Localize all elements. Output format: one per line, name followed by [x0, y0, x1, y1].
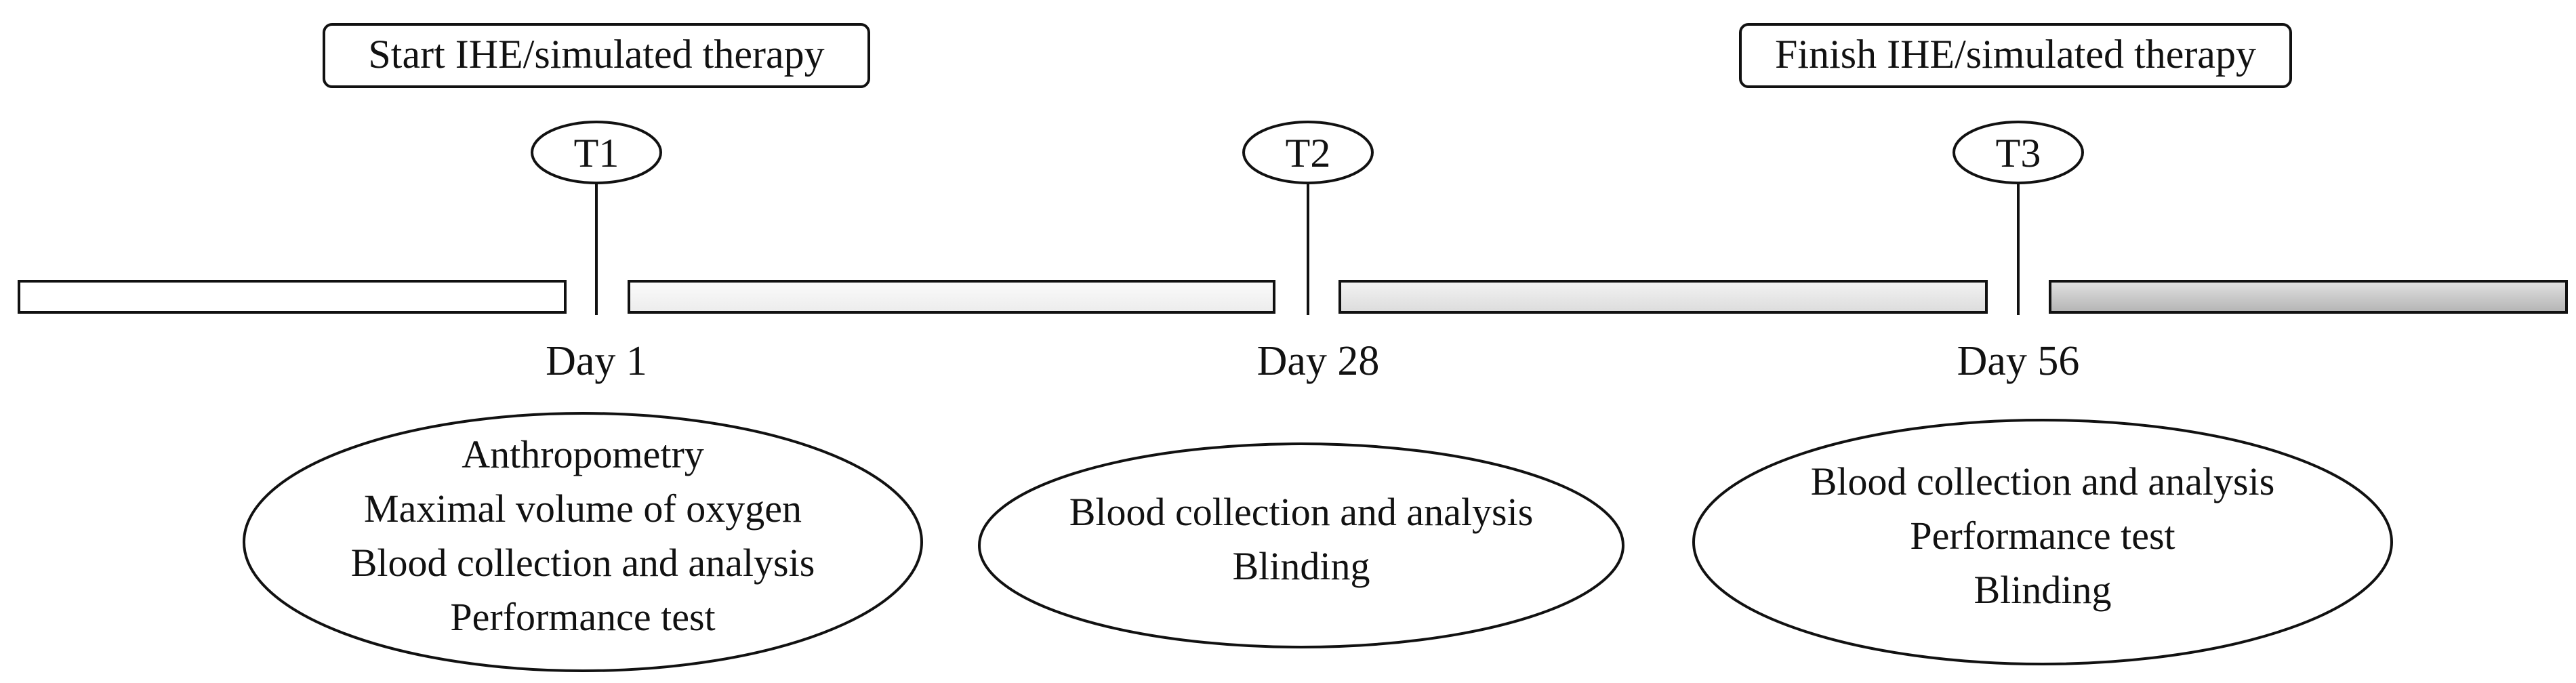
timepoint-t3-activity-1: Blood collection and analysis: [1811, 459, 2275, 503]
timepoint-t3-activity-3: Blinding: [1974, 568, 2111, 612]
timepoint-t2-marker: [1242, 121, 1374, 184]
timepoint-t1-marker-label: T1: [574, 131, 619, 175]
start-therapy-box: [323, 23, 870, 88]
timeline-segment-2: [628, 280, 1275, 314]
timepoint-t1-activity-3: Blood collection and analysis: [351, 541, 815, 585]
timepoint-t1-activity-2: Maximal volume of oxygen: [364, 487, 802, 531]
finish-therapy-box: [1739, 23, 2292, 88]
timeline-segment-3: [1338, 280, 1988, 314]
timeline-segment-4: [2049, 280, 2568, 314]
timepoint-t3-marker-label: T3: [1996, 131, 2041, 175]
timepoint-t2-activity-2: Blinding: [1232, 544, 1370, 588]
timepoint-t3-activity-2: Performance test: [1910, 514, 2175, 558]
timepoint-t1-day-label: Day 1: [546, 338, 647, 384]
timepoint-t2-activities-ellipse: [978, 442, 1624, 648]
timepoint-t3: T3 Day 56 Blood collection and analysis …: [1692, 121, 2393, 665]
timeline-bars: [18, 280, 2568, 314]
timepoint-t1-activities-ellipse: [243, 412, 923, 672]
timepoint-t2-day-label: Day 28: [1257, 338, 1380, 384]
timepoint-t2: T2 Day 28 Blood collection and analysis …: [978, 121, 1624, 648]
finish-therapy-label-group: Finish IHE/simulated therapy: [1739, 23, 2292, 88]
timepoint-t2-activity-1: Blood collection and analysis: [1069, 490, 1534, 534]
timepoint-t1-activity-1: Anthropometry: [462, 432, 704, 476]
timeline-segment-1: [18, 280, 567, 314]
start-therapy-label-group: Start IHE/simulated therapy: [323, 23, 870, 88]
timepoint-t3-day-label: Day 56: [1957, 338, 2080, 384]
start-therapy-label: Start IHE/simulated therapy: [368, 32, 824, 77]
timepoint-t1: T1 Day 1 Anthropometry Maximal volume of…: [243, 121, 923, 672]
timepoint-t1-marker: [531, 121, 662, 184]
timepoint-t3-activities-ellipse: [1692, 419, 2393, 665]
timepoint-t2-marker-label: T2: [1286, 131, 1331, 175]
finish-therapy-label: Finish IHE/simulated therapy: [1775, 32, 2256, 77]
timepoint-t1-activity-4: Performance test: [450, 595, 715, 639]
timepoint-t3-marker: [1953, 121, 2084, 184]
